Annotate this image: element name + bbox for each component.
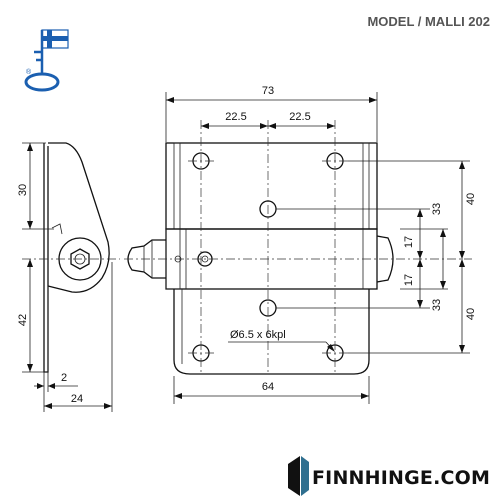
dim-left-lower: 42 [17,314,29,326]
front-view [124,120,472,375]
dim-hole-spacing-left: 22.5 [225,111,246,123]
dim-right-upper-center: 17 [403,236,415,248]
brand-logo-text: FINNHINGE.COM [312,467,490,489]
dim-right-lower-inner: 33 [431,299,443,311]
dim-right-upper-outer: 40 [465,193,477,205]
dim-side-thickness: 2 [61,372,67,384]
left-dimensions: 30 42 [17,142,120,373]
dim-right-lower-outer: 40 [465,308,477,320]
side-bottom-dimensions: 2 24 [34,262,113,412]
finnhinge-logo: FINNHINGE.COM [288,456,490,496]
hole-spec-label: Ø6.5 x 6kpl [230,329,286,341]
dim-hole-spacing-right: 22.5 [289,111,310,123]
model-label: MODEL / MALLI 202 [367,14,490,29]
trademark-symbol: ® [26,68,32,76]
dim-bottom-width: 64 [262,381,274,393]
key-logo [24,29,69,92]
dim-right-upper-inner: 33 [431,203,443,215]
bottom-dimensions: 64 [173,376,370,404]
dim-left-upper: 30 [17,184,29,196]
hole-spec-callout: Ø6.5 x 6kpl [228,329,335,352]
side-profile-view [43,142,110,373]
dim-right-lower-center: 17 [403,274,415,286]
dim-overall-width: 73 [262,85,274,97]
right-dimensions: 40 40 33 33 17 17 [276,160,477,354]
top-dimensions: 73 22.5 22.5 [165,85,378,142]
dim-side-width: 24 [71,393,83,405]
